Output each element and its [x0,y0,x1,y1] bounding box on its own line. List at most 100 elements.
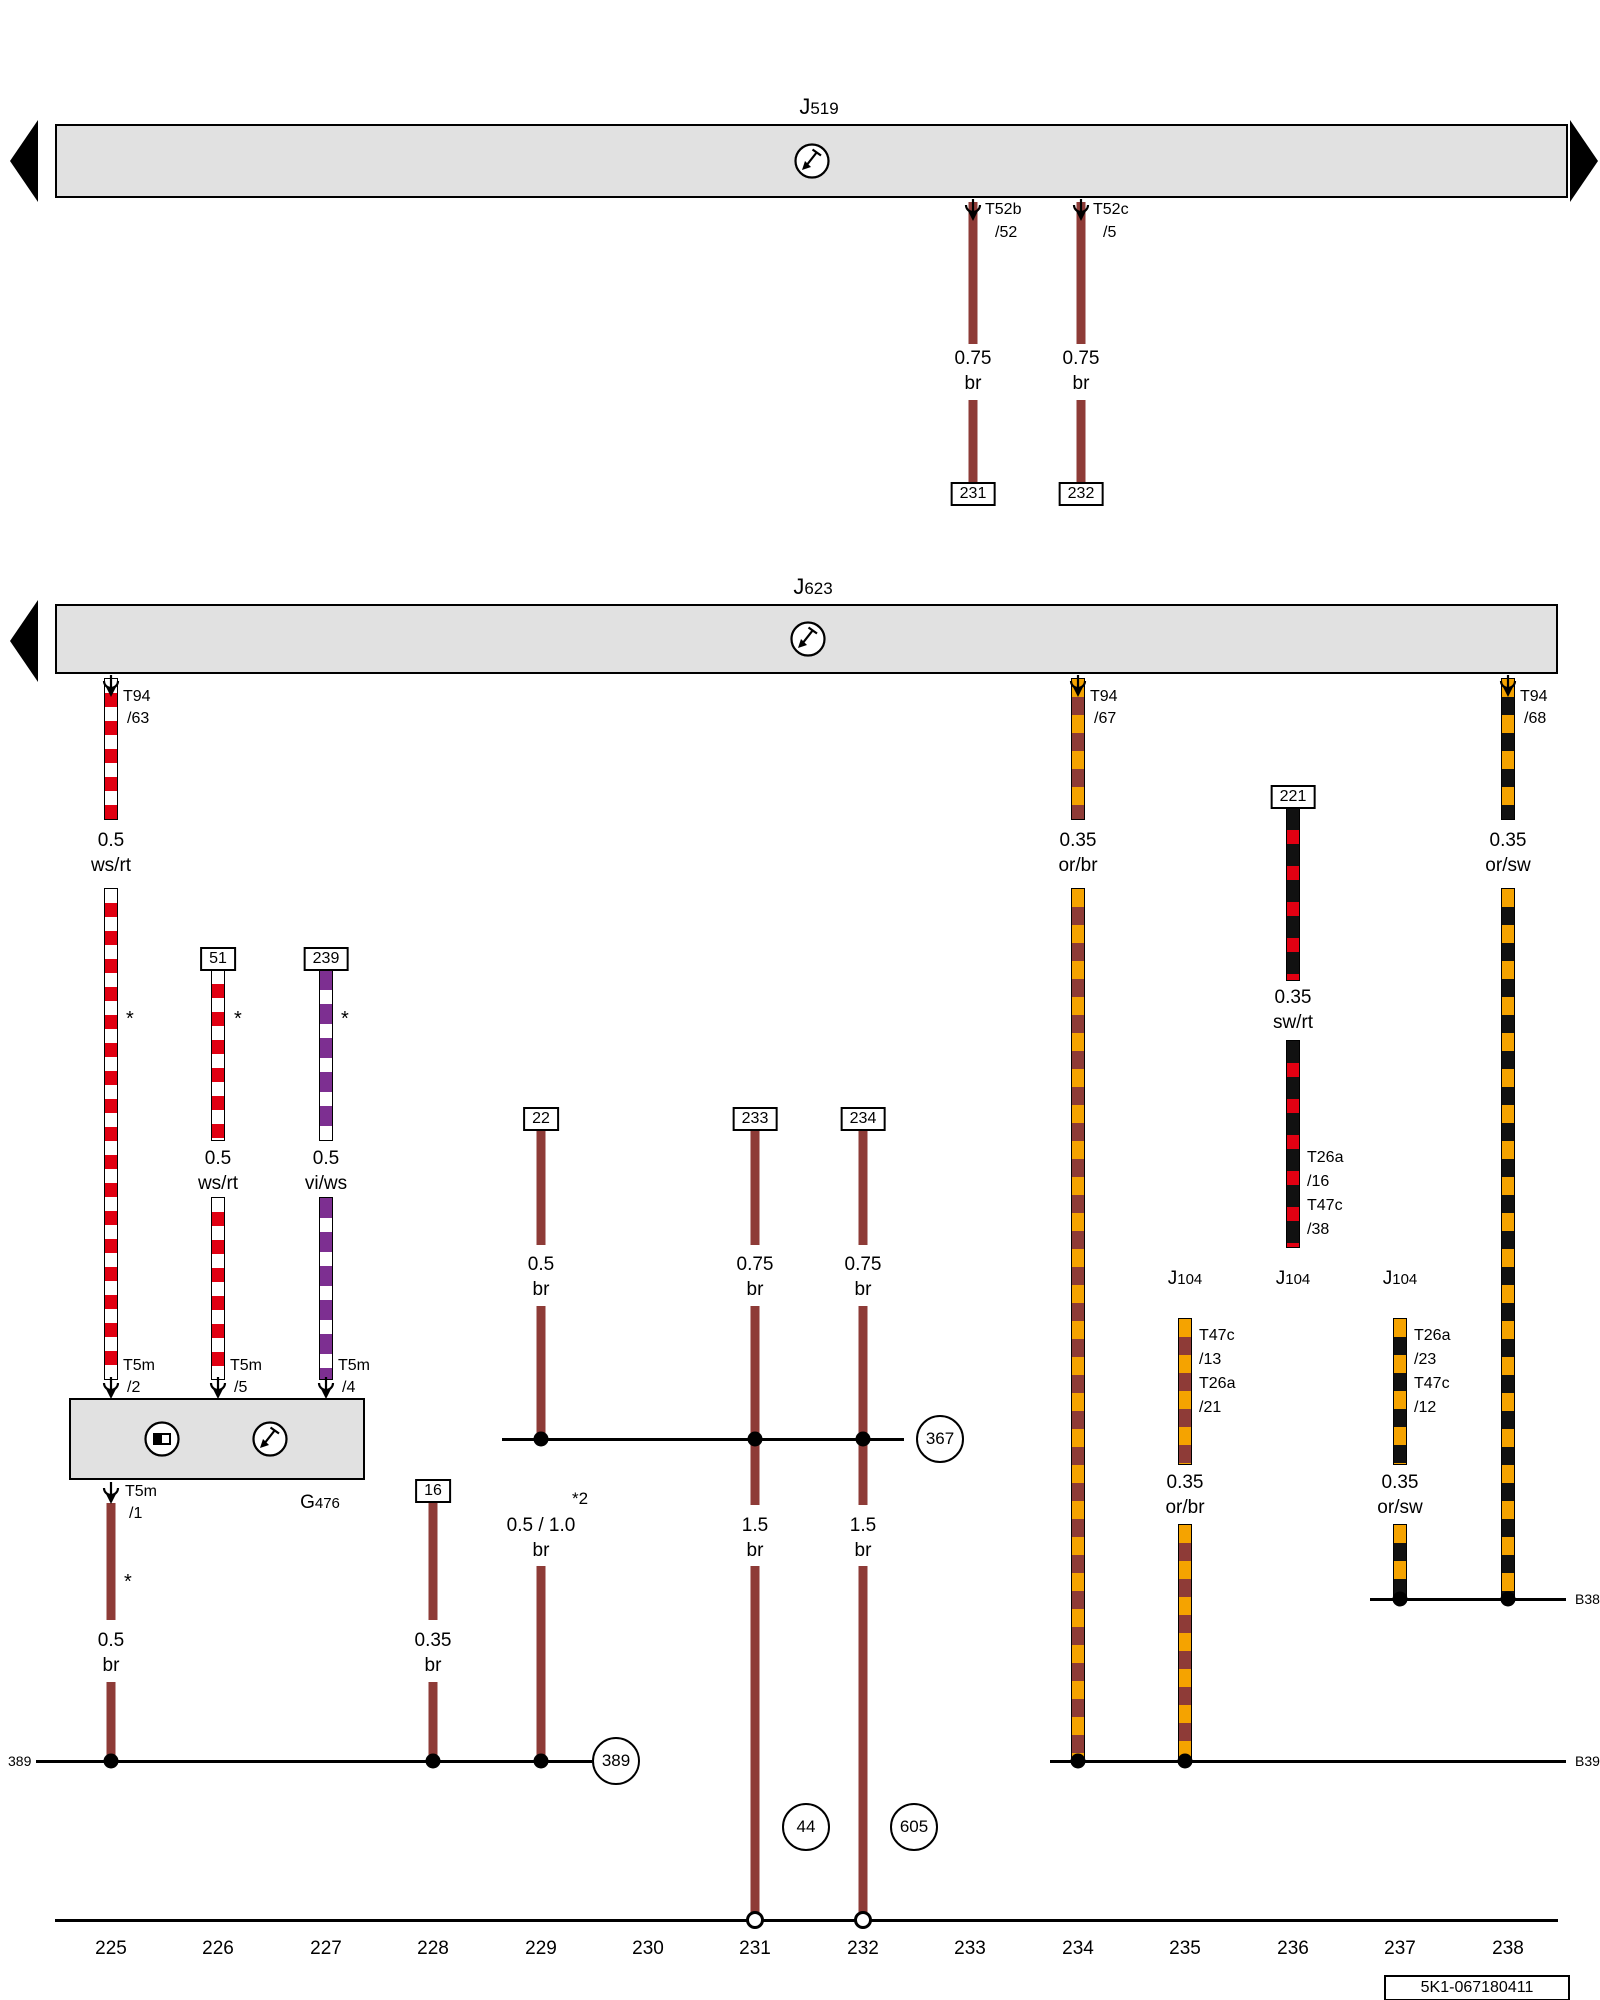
wire-brown [750,1129,760,1245]
footnote-star: * [234,1008,242,1030]
terminal-label: T26a [1414,1327,1451,1344]
track-number: 231 [739,1938,771,1959]
track-baseline [55,1919,1558,1922]
terminal-label: T26a [1307,1149,1344,1166]
component-j104-label: J104 [1275,1268,1311,1289]
ref-box-16: 16 [415,1479,451,1503]
wire-brown [106,1682,116,1762]
track-number: 229 [525,1938,557,1959]
wire-violet-white [319,1197,333,1380]
connector-hook-icon [209,1377,227,1399]
terminal-label: T94 [1520,688,1548,705]
wire-orange-black [1393,1318,1407,1465]
ref-box-234: 234 [840,1107,886,1131]
wire-brown [536,1129,546,1245]
net-label-389: 389 [8,1753,32,1769]
wire-brown [536,1566,546,1762]
track-number: 225 [95,1938,127,1959]
connector-hook-icon [317,1377,335,1399]
wire-brown [968,400,978,483]
connector-hook-icon [1069,675,1087,697]
wire-brown [968,202,978,344]
wire-orange-brown [1178,1524,1192,1764]
track-number: 236 [1277,1938,1309,1959]
connector-hook-icon [1499,675,1517,697]
page-continuation-arrow-left-icon [10,600,38,682]
wire-white-red [211,969,225,1141]
wire-brown [858,1439,868,1505]
pin-label: /12 [1414,1399,1437,1416]
pin-label: /13 [1199,1351,1222,1368]
track-number: 238 [1492,1938,1524,1959]
wire-brown [858,1566,868,1913]
terminal-label: T26a [1199,1375,1236,1392]
diagram-id: 5K1-067180411 [1384,1975,1570,2000]
wire-brown [1076,202,1086,344]
net-line-367 [502,1438,904,1441]
pin-label: /68 [1524,710,1547,727]
ref-box-239: 239 [303,947,349,971]
junction-node [1392,1591,1408,1607]
component-g476-box [69,1398,365,1480]
wire-white-red [211,1197,225,1380]
pin-label: /5 [1103,224,1117,241]
wire-brown [428,1682,438,1762]
ref-box-233: 233 [732,1107,778,1131]
sensor-icon [144,1421,180,1457]
junction-node [533,1753,549,1769]
net-line-b39 [1050,1760,1566,1763]
net-label-b38: B38 [1575,1591,1600,1607]
terminal-label: T47c [1307,1197,1343,1214]
footnote-star: * [341,1008,349,1030]
ref-box-221: 221 [1270,785,1316,809]
wire-orange-black [1393,1524,1407,1602]
footnote-star2: *2 [572,1489,589,1508]
terminal-label: T5m [123,1357,155,1374]
pin-label: /38 [1307,1221,1330,1238]
connector-hook-icon [1072,199,1090,221]
net-circle-367: 367 [916,1415,964,1463]
footnote-star: * [124,1571,132,1593]
connector-hook-icon [102,1377,120,1399]
track-number: 230 [632,1938,664,1959]
net-line-b38 [1370,1598,1566,1601]
connector-hook-icon [102,675,120,697]
track-number: 228 [417,1938,449,1959]
bus-j519-label: J519 [799,94,839,119]
pin-label: /5 [234,1379,248,1396]
terminal-open-circle [854,1911,872,1929]
terminal-label: T52c [1093,201,1129,218]
track-number: 226 [202,1938,234,1959]
terminal-label: T47c [1414,1375,1450,1392]
wire-brown [750,1566,760,1913]
control-unit-icon [790,621,826,657]
component-g476-label: G476 [300,1492,340,1513]
wire-brown [750,1439,760,1505]
wire-black-red [1286,807,1300,981]
ref-box-22: 22 [523,1107,559,1131]
junction-node [855,1431,871,1447]
net-circle-605: 605 [890,1803,938,1851]
terminal-label: T5m [125,1483,157,1500]
pin-label: /1 [129,1505,143,1522]
footnote-star: * [126,1008,134,1030]
page-continuation-arrow-left-icon [10,120,38,202]
terminal-label: T5m [338,1357,370,1374]
pin-label: /21 [1199,1399,1222,1416]
pin-label: /4 [342,1379,356,1396]
track-number: 227 [310,1938,342,1959]
wire-orange-brown [1071,678,1085,820]
wire-brown [858,1129,868,1245]
